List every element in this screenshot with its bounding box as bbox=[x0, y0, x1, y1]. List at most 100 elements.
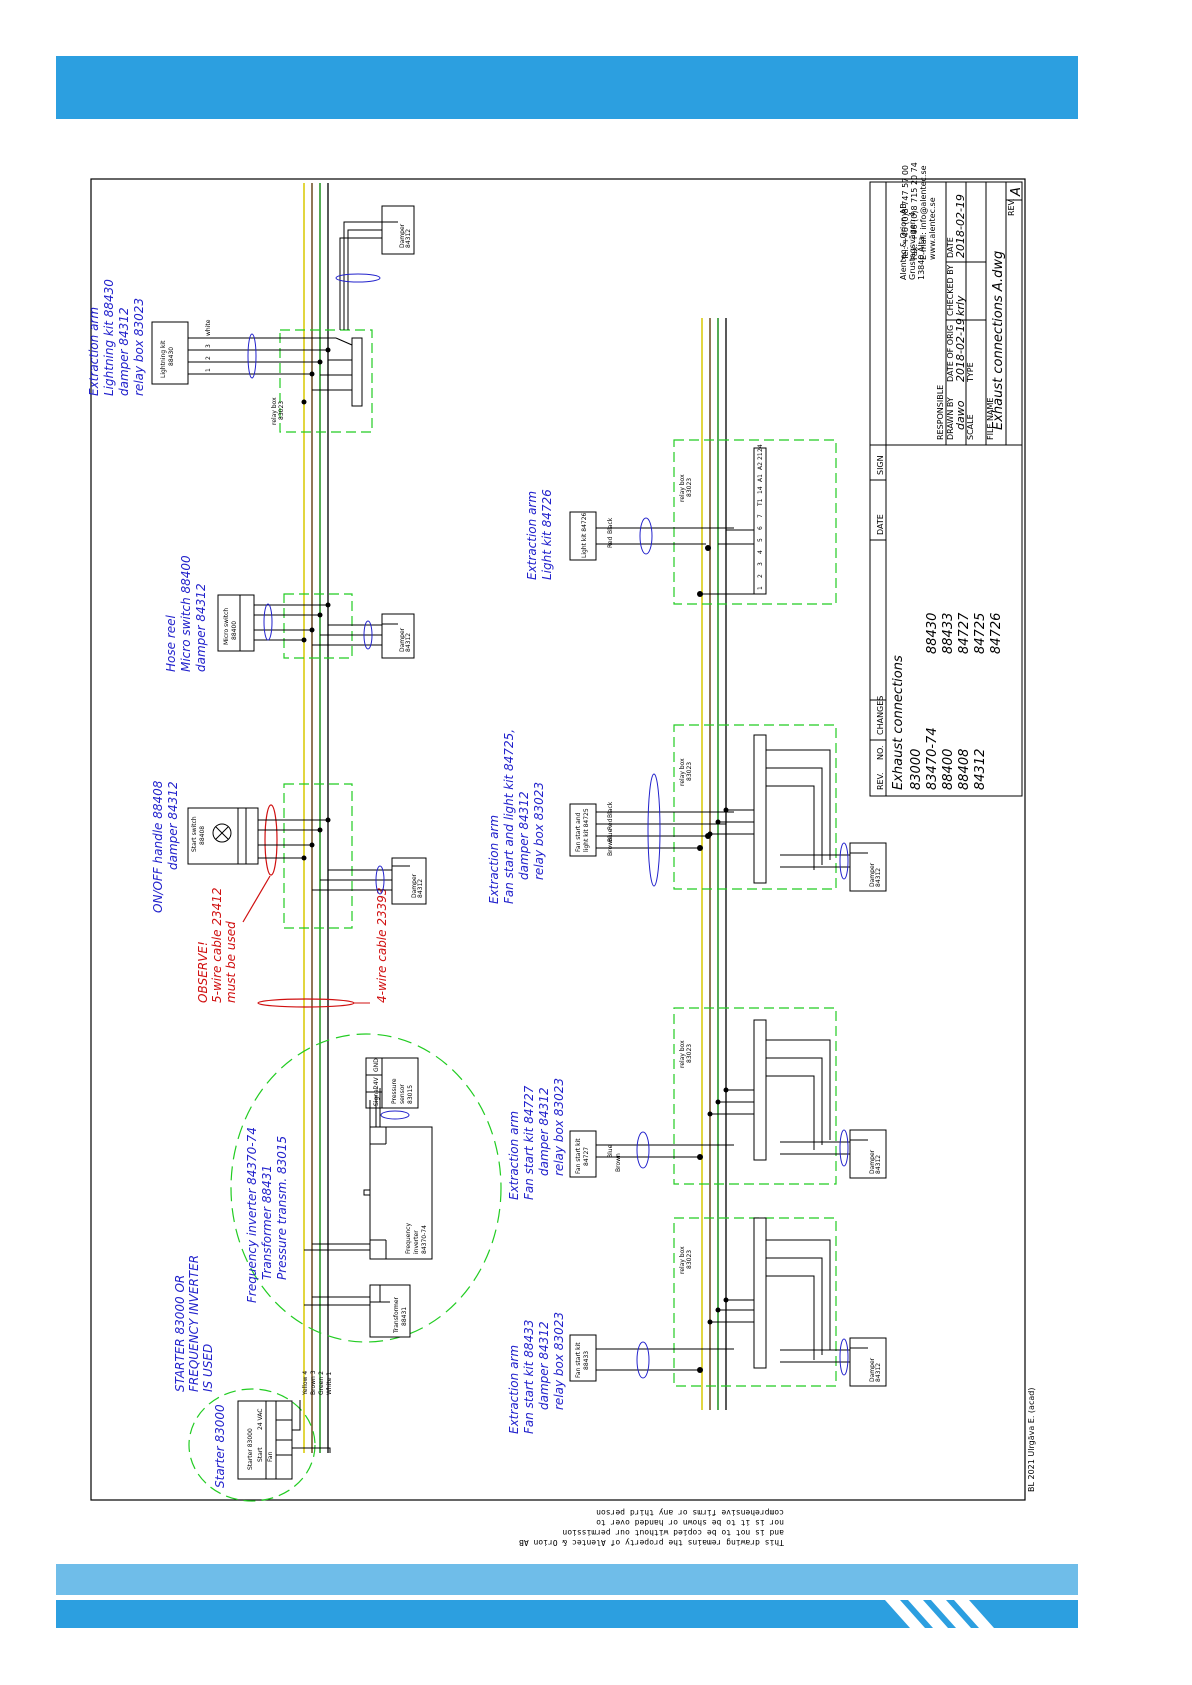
lightning-wire-2: 2 bbox=[205, 356, 212, 360]
main-bus-lower bbox=[701, 318, 727, 1410]
extraction-84725-l4: relay box 83023 bbox=[532, 782, 546, 880]
relay-term-t1: T1 bbox=[757, 498, 764, 507]
starter-box-start: Start bbox=[257, 1447, 264, 1462]
fan-start-84727-blue: Blue bbox=[607, 1144, 614, 1158]
four-wire-cable-label: 4-wire cable 23393 bbox=[375, 887, 389, 1003]
starter-header-line1: STARTER 83000 OR bbox=[173, 1275, 187, 1392]
lightning-box-label-2: 88430 bbox=[168, 347, 175, 366]
damper-88433-number: 84312 bbox=[875, 1363, 882, 1382]
starter-box-voltage: 24 VAC bbox=[257, 1409, 264, 1430]
extraction-84727-l3: damper 84312 bbox=[537, 1087, 551, 1176]
relay-term-3: 3 bbox=[757, 562, 764, 566]
relay-strip-84725 bbox=[753, 734, 767, 884]
fan-start-88433-l2: 88433 bbox=[583, 1351, 590, 1370]
damper-top-label: Damper bbox=[399, 223, 406, 248]
lightning-wire-3: 3 bbox=[205, 344, 212, 348]
tb-contact-email: E-mail: info@alentec.se bbox=[919, 165, 928, 260]
damper-88433-box bbox=[849, 1337, 887, 1387]
freq-box-l1: Frequency bbox=[405, 1223, 412, 1254]
relay-84726-label-1: relay box bbox=[679, 474, 686, 502]
tb-drawn-by-label: DRAWN BY bbox=[946, 397, 955, 440]
freq-box-l3: 84370-74 bbox=[421, 1225, 428, 1254]
starter-group: Starter 83000 Start Fan 24 VAC bbox=[188, 1388, 331, 1502]
micro-switch-label-1: Micro switch bbox=[223, 608, 230, 645]
starter-box-fan: Fan bbox=[267, 1451, 274, 1462]
tb-changes-c2-0: 88430 bbox=[925, 613, 940, 654]
relay-term-1: 1 bbox=[757, 586, 764, 590]
transformer-box-label: Transformer bbox=[393, 1296, 400, 1334]
tb-checked-by: krly bbox=[954, 295, 967, 316]
relay-84726-label-2: 83023 bbox=[686, 478, 693, 497]
tb-company-3: 13840 Älta bbox=[916, 236, 926, 280]
tb-col-date: DATE bbox=[876, 514, 885, 535]
bottom-brand-band-light bbox=[56, 1564, 1078, 1595]
extraction-84727-l1: Extraction arm bbox=[507, 1111, 521, 1200]
fan-start-88433-l1: Fan start kit bbox=[575, 1342, 582, 1378]
disclaimer-line-2: and is not to be copied without our perm… bbox=[562, 1528, 784, 1537]
start-switch-label-2: 88408 bbox=[199, 826, 206, 845]
pressure-term-gnd: GND bbox=[373, 1058, 380, 1072]
pressure-box-l3: 83015 bbox=[407, 1085, 414, 1104]
disclaimer-line-4: comprehensive firms or any third person bbox=[596, 1508, 784, 1517]
tb-checked-by-label: CHECKED BY bbox=[946, 265, 955, 316]
relay-term-7: 7 bbox=[757, 514, 764, 518]
damper-hose-box bbox=[381, 613, 415, 659]
tb-date-label: DATE bbox=[946, 237, 955, 258]
relay-term-a2: A2 bbox=[757, 462, 764, 470]
tb-company-2: Grustagsvägen 4 bbox=[908, 212, 917, 280]
extraction-lightning-label-4: relay box 83023 bbox=[132, 298, 146, 396]
hose-reel-label-1: Hose reel bbox=[164, 614, 178, 672]
pressure-box-l1: Pressure bbox=[391, 1078, 398, 1104]
freq-inverter-label-1: Frequency inverter 84370-74 bbox=[245, 1127, 259, 1303]
relay-88433-label-2: 83023 bbox=[686, 1250, 693, 1269]
extraction-88433-l1: Extraction arm bbox=[507, 1345, 521, 1434]
relay-84727-label-2: 83023 bbox=[686, 1044, 693, 1063]
fan-light-84725-l1: Fan start and bbox=[575, 812, 582, 852]
tb-date-of-orig-label: DATE OF ORIG bbox=[946, 325, 955, 382]
tb-col-changes: CHANGES bbox=[876, 696, 885, 735]
extraction-88433-l4: relay box 83023 bbox=[552, 1312, 566, 1410]
wire-name-brown: Brown 3 bbox=[310, 1370, 317, 1395]
tb-responsible-label: RESPONSIBLE bbox=[936, 385, 945, 440]
extraction-84725-l1: Extraction arm bbox=[487, 815, 501, 904]
freq-inverter-group: Transformer 88431 Frequency inverter 843… bbox=[230, 1033, 502, 1343]
relay-term-14: 14 bbox=[757, 486, 764, 494]
tb-rev-label: REV. bbox=[1007, 198, 1016, 216]
hose-reel-group: Micro switch 88400 Damper 84312 bbox=[217, 593, 415, 659]
tb-col-sign: SIGN bbox=[876, 455, 885, 475]
tb-company-1: Alentec & Orion AB bbox=[899, 203, 908, 280]
relay-84725-label-2: 83023 bbox=[686, 762, 693, 781]
extraction-88433-l3: damper 84312 bbox=[537, 1321, 551, 1410]
extraction-lightning-label-3: damper 84312 bbox=[117, 307, 131, 396]
pressure-sensor-box bbox=[365, 1057, 419, 1109]
tb-col-rev: REV. bbox=[876, 772, 885, 790]
freq-inverter-label-3: Pressure transm. 83015 bbox=[275, 1136, 289, 1280]
fan-light-box-84725 bbox=[569, 803, 597, 857]
extraction-lightning-label-1: Extraction arm bbox=[87, 307, 101, 396]
observe-line3: must be used bbox=[224, 921, 238, 1003]
pressure-box-l2: sensor bbox=[399, 1084, 406, 1104]
fan-light-84725-black: Black bbox=[607, 801, 614, 818]
tb-scale-label: SCALE bbox=[966, 414, 975, 440]
tb-col-no: NO. bbox=[876, 746, 885, 761]
start-switch-label-1: Start switch bbox=[191, 816, 198, 852]
transformer-box bbox=[369, 1284, 411, 1338]
tb-changes-title: Exhaust connections bbox=[891, 655, 906, 790]
disclaimer-line-1: This drawing remains the property of Ale… bbox=[519, 1538, 784, 1547]
relay-term-a1: A1 bbox=[757, 474, 764, 482]
lightning-wire-white: white bbox=[205, 319, 212, 336]
tb-changes-c1-0: 83000 bbox=[909, 749, 924, 790]
starter-header-line3: IS USED bbox=[201, 1344, 215, 1392]
light-box-84726-label: Light kit 84726 bbox=[581, 512, 588, 558]
relay-group-84725: Fan start and light kit 84725 Black Red … bbox=[569, 724, 887, 892]
extraction-84725-l3: damper 84312 bbox=[517, 791, 531, 880]
fan-light-84725-l2: light kit 84725 bbox=[583, 808, 590, 852]
extraction-88433-l2: Fan start kit 88433 bbox=[522, 1320, 536, 1434]
drawing-frame bbox=[90, 178, 1026, 1501]
tb-changes-c2-4: 84726 bbox=[989, 613, 1004, 654]
lightning-kit-box bbox=[151, 321, 189, 385]
relay-group-88433: Fan start kit 88433 relay box 83023 Damp… bbox=[569, 1217, 887, 1387]
pressure-term-24v: 24V bbox=[373, 1076, 380, 1089]
extraction-84725-l2: Fan start and light kit 84725, bbox=[502, 729, 516, 904]
